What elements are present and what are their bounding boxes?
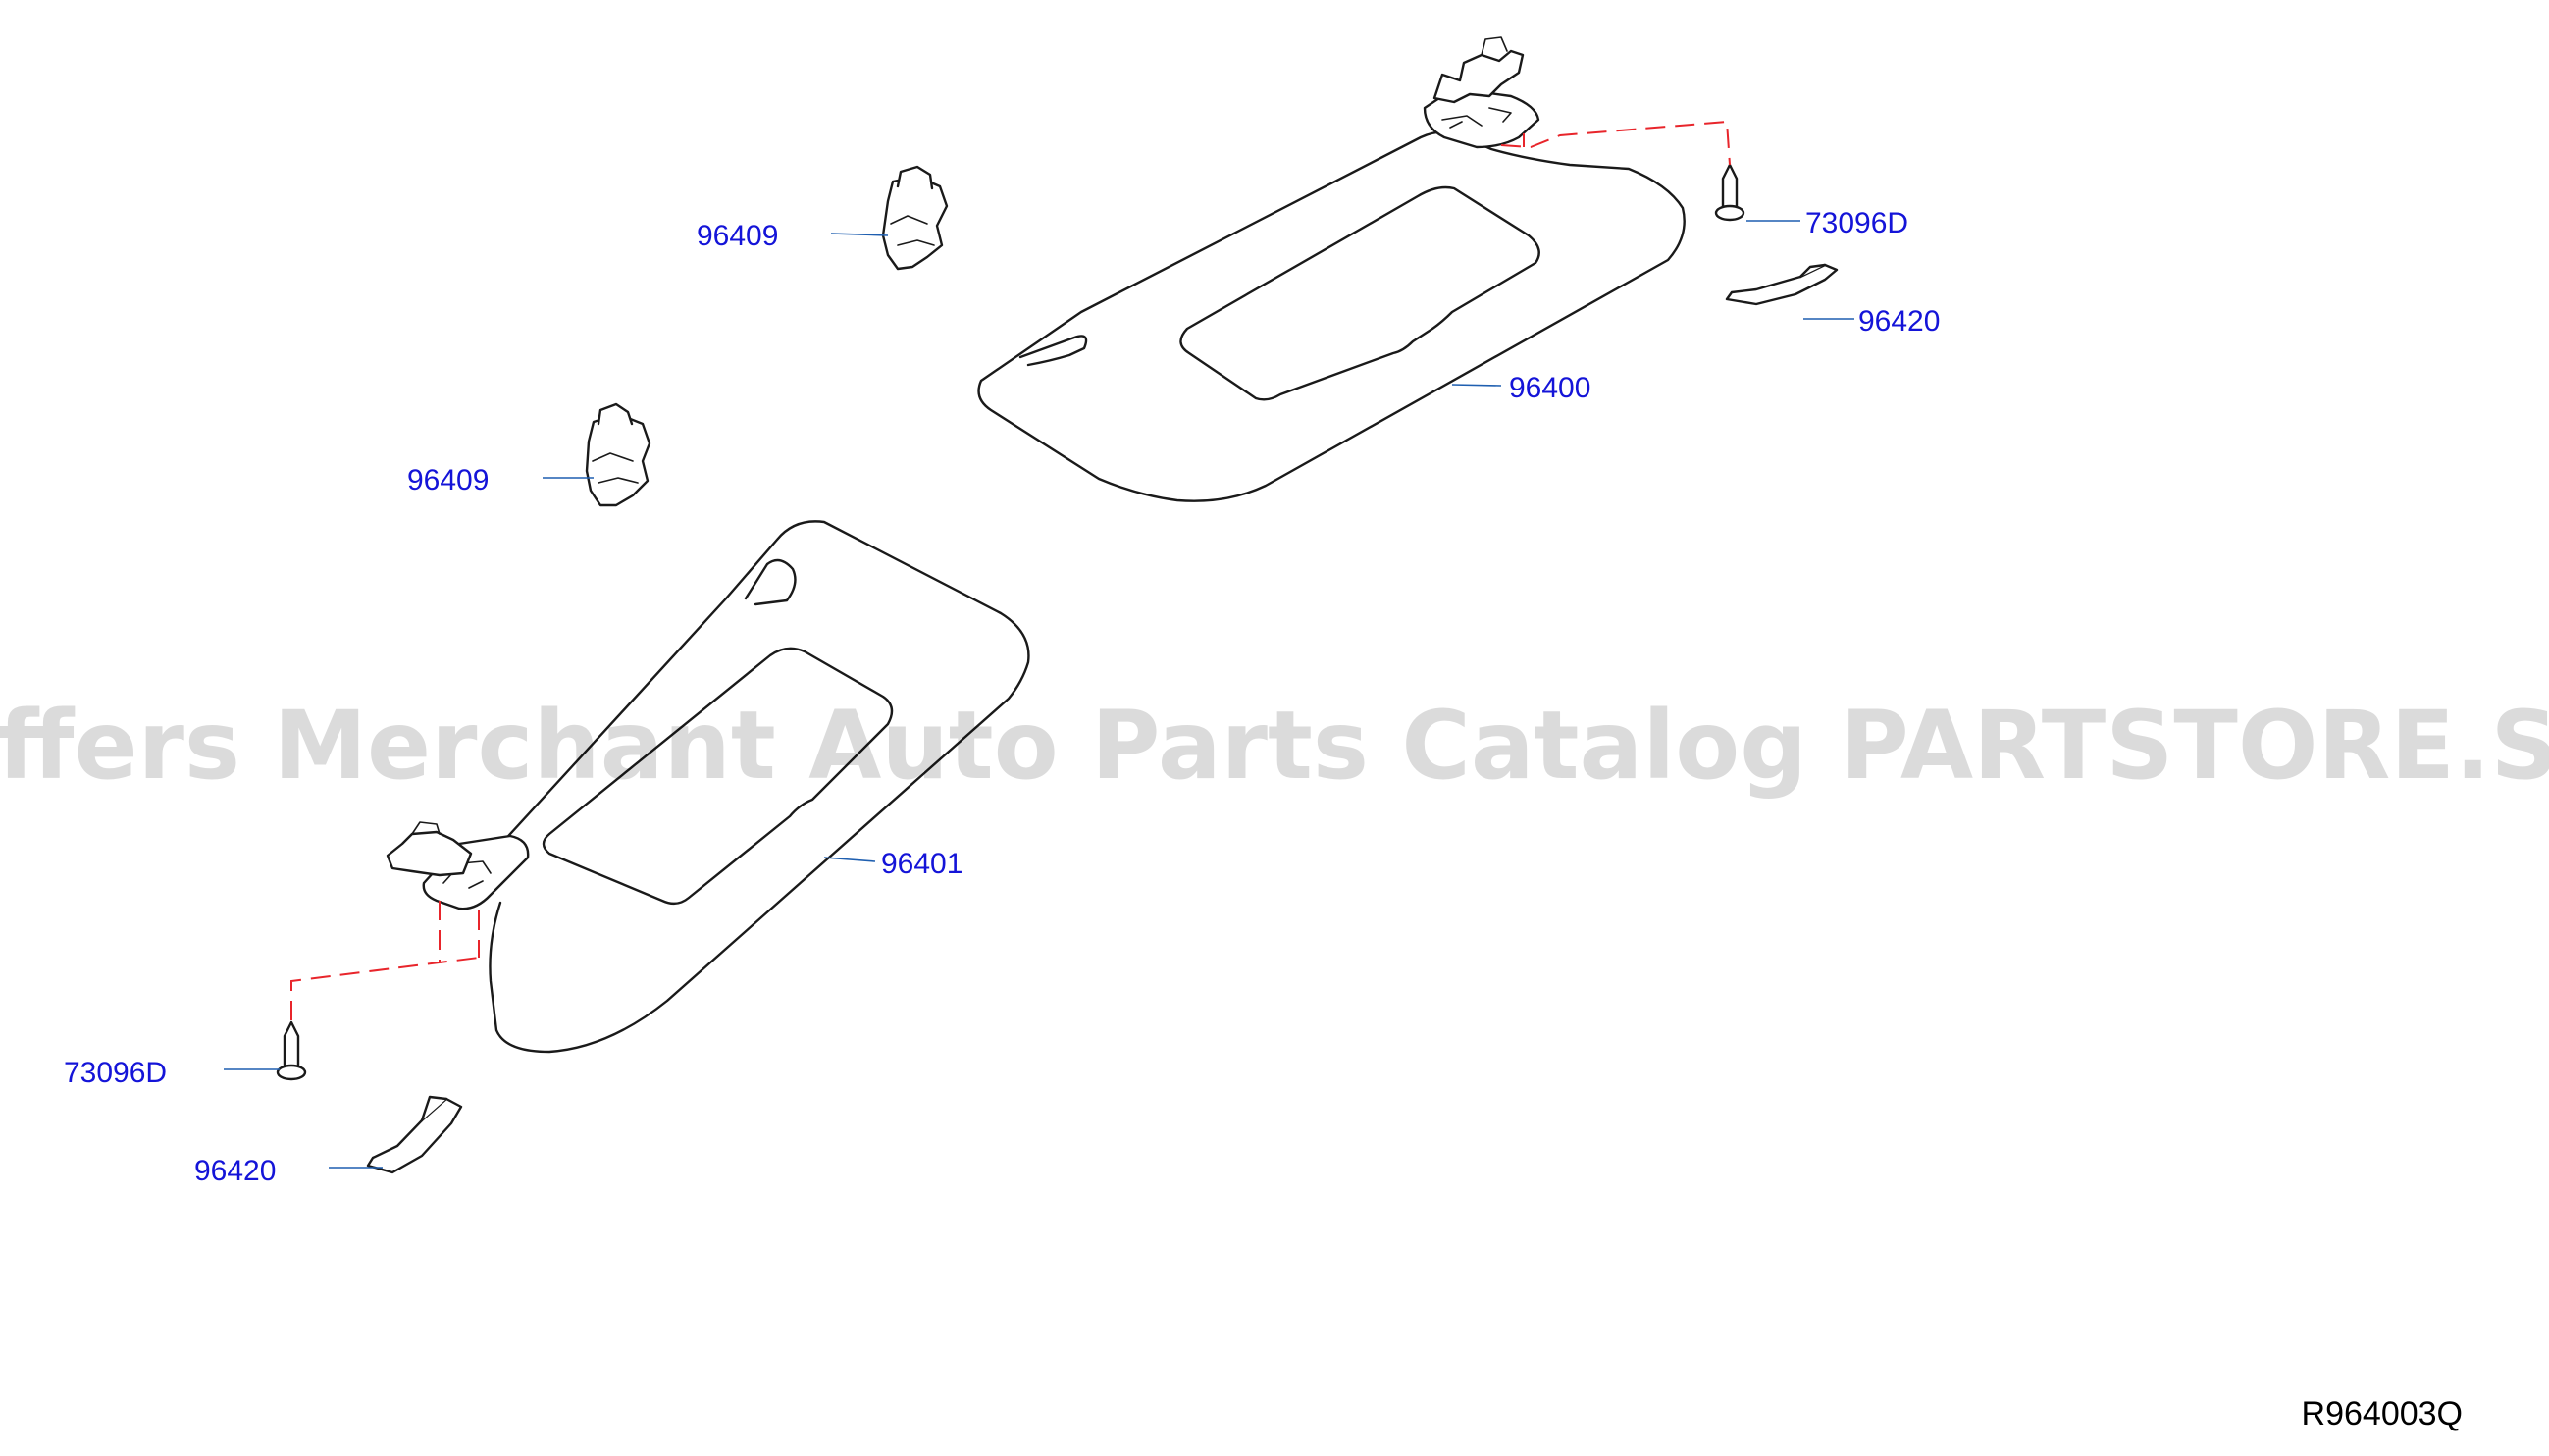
cover-lower[interactable] <box>366 1095 463 1174</box>
callout-screw-lower[interactable]: 73096D <box>64 1057 167 1089</box>
callout-visor-left[interactable]: 96401 <box>881 848 962 880</box>
leader-visor-left <box>823 857 876 862</box>
cover-upper[interactable] <box>1725 263 1839 306</box>
callout-screw-upper[interactable]: 73096D <box>1805 207 1908 239</box>
sun-visor-left[interactable] <box>386 520 1030 1054</box>
leader-clip-upper <box>830 233 889 236</box>
sun-visor-right[interactable] <box>977 36 1686 502</box>
callout-cover-upper[interactable]: 96420 <box>1858 305 1940 338</box>
callout-visor-right[interactable]: 96400 <box>1509 372 1590 404</box>
leader-visor-right <box>1451 384 1502 387</box>
callout-clip-lower[interactable]: 96409 <box>407 464 489 496</box>
screw-lower[interactable] <box>276 1020 307 1081</box>
visor-clip-lower[interactable] <box>585 402 651 507</box>
diagram-code: R964003Q <box>2302 1395 2463 1432</box>
assembly-line-lower <box>290 901 480 1020</box>
screw-upper[interactable] <box>1714 163 1745 222</box>
callout-clip-upper[interactable]: 96409 <box>697 220 778 252</box>
assembly-line-upper <box>1500 120 1731 166</box>
visor-clip-upper[interactable] <box>881 165 949 271</box>
callout-cover-lower[interactable]: 96420 <box>194 1155 276 1187</box>
watermark-text: Offers Merchant Auto Parts Catalog PARTS… <box>0 691 2549 801</box>
